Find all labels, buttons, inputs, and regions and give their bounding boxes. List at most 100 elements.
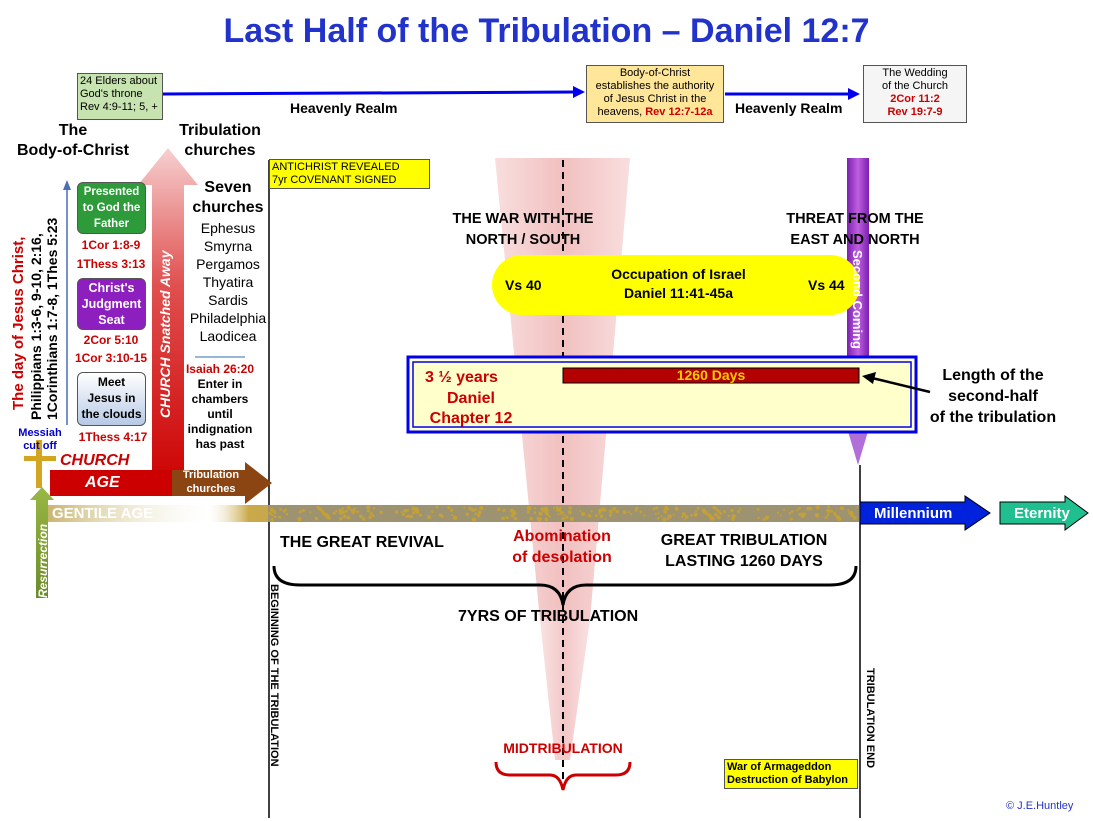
messiah-cut-off: Messiah cut off <box>12 427 68 453</box>
age-bar-texture-dot <box>622 510 627 515</box>
age-bar-texture-dot <box>563 514 566 517</box>
age-bar-texture-dot <box>301 508 305 512</box>
age-bar-texture-dot <box>513 516 517 521</box>
age-bar-texture-dot <box>757 516 760 520</box>
age-bar-texture-dot <box>465 512 469 516</box>
wedding-ref-1: 2Cor 11:2 <box>890 93 940 105</box>
age-bar-texture-dot <box>533 511 537 514</box>
age-bar-texture-dot <box>779 514 782 517</box>
midtrib-brace <box>494 761 632 791</box>
age-bar-texture-dot <box>394 510 399 514</box>
length-line-3: of the tribulation <box>929 409 1057 426</box>
abomination-line-2: of desolation <box>512 549 612 566</box>
second-coming-text: Second Coming <box>850 250 865 349</box>
age-bar-texture-dot <box>604 517 607 520</box>
sc-heading-1: Seven <box>204 179 252 196</box>
age-bar-texture-dot <box>652 507 656 511</box>
age-bar-texture-dot <box>477 510 482 514</box>
day-of-christ-text: The day of Jesus Christ, <box>10 236 27 410</box>
occupation-pill <box>492 255 860 315</box>
age-bar-texture-dot <box>666 517 670 521</box>
isaiah-line-2: chambers <box>191 392 249 406</box>
age-bar-texture-dot <box>342 514 347 519</box>
age-bar-texture-dot <box>833 511 836 514</box>
age-bar-texture-dot <box>609 513 612 517</box>
age-bar-texture-dot <box>353 507 356 511</box>
war-north-south: THE WAR WITH THE NORTH / SOUTH <box>438 209 608 251</box>
age-bar-texture-dot <box>579 510 582 513</box>
age-bar-texture-dot <box>447 505 451 510</box>
tca-line-2: churches <box>186 483 236 495</box>
midtrib-cone-bottom <box>540 620 590 760</box>
church-ephesus: Ephesus <box>200 220 256 236</box>
age-bar-texture-dot <box>284 508 287 512</box>
age-bar-texture-dot <box>552 506 556 509</box>
age-bar-texture-dot <box>847 509 850 512</box>
presented-line-2: to God the <box>82 202 141 214</box>
age-bar-texture-dot <box>369 511 373 515</box>
age-bar-texture-dot <box>756 507 760 511</box>
trib-churches-arrow-label: Tribulation churches <box>178 468 244 496</box>
vs44-label: Vs 44 <box>808 277 845 293</box>
age-bar-texture-dot <box>581 511 586 516</box>
presented-line-1: Presented <box>83 186 140 198</box>
age-bar-texture-dot <box>608 509 613 514</box>
age-bar-texture-dot <box>788 511 792 515</box>
threat-east-north: THREAT FROM THE EAST AND NORTH <box>772 209 938 251</box>
age-bar-texture-dot <box>791 510 794 513</box>
age-bar-texture-dot <box>411 508 414 511</box>
age-bar-texture-dot <box>598 508 603 513</box>
age-bar-texture-dot <box>511 510 516 514</box>
half-years-label: 3 ½ years <box>425 369 498 386</box>
church-sardis: Sardis <box>208 292 248 308</box>
church-thyatira: Thyatira <box>202 274 254 290</box>
age-bar-texture-dot <box>567 510 572 515</box>
age-bar-texture-dot <box>560 511 564 515</box>
age-bar-texture-dot <box>419 513 423 517</box>
age-bar-texture-dot <box>298 510 302 514</box>
age-bar-texture-dot <box>710 516 714 521</box>
end-label: TRIBULATION END <box>864 668 876 769</box>
beginning-label: BEGINNING OF THE TRIBULATION <box>268 584 280 767</box>
age-bar-texture-dot <box>450 508 454 512</box>
age-bar-texture-dot <box>696 506 700 510</box>
meet-ref: 1Thess 4:17 <box>78 430 148 444</box>
age-bar-texture-dot <box>856 506 859 509</box>
age-bar-texture-dot <box>405 515 409 518</box>
age-bar-texture-dot <box>544 508 549 513</box>
judgment-refs: 2Cor 5:10 1Cor 3:10-15 <box>62 331 160 367</box>
presented-ref-2: 1Thess 3:13 <box>76 257 146 271</box>
age-bar-texture-dot <box>737 509 741 513</box>
tca-line-1: Tribulation <box>182 469 240 481</box>
age-bar-texture-dot <box>723 510 726 513</box>
age-bar-texture-dot <box>502 508 506 513</box>
age-bar-texture-dot <box>681 515 684 519</box>
snatched-arrow <box>138 148 198 490</box>
occupation-line-2: Daniel 11:41-45a <box>624 285 733 301</box>
judgment-line-2: Judgment <box>81 297 142 311</box>
isaiah-line-1: Enter in <box>197 377 243 391</box>
age-bar-texture-dot <box>853 516 857 520</box>
church-laodicea: Laodicea <box>199 328 257 344</box>
age-bar-texture-dot <box>849 511 854 516</box>
age-bar-texture-dot <box>790 517 793 521</box>
age-bar-texture-dot <box>270 518 274 522</box>
gentile-age-label: GENTILE AGE <box>52 505 154 522</box>
age-bar-texture-dot <box>814 513 820 518</box>
cross-icon <box>36 440 42 488</box>
age-bar-texture-dot <box>452 515 458 520</box>
daniel-line-1: Daniel <box>446 390 495 407</box>
age-bar-texture-dot <box>431 510 434 513</box>
age-bar-texture-dot <box>338 516 343 521</box>
length-line-1: Length of the <box>942 367 1044 384</box>
church-smyrna: Smyrna <box>203 238 253 254</box>
wedding-ref-2: Rev 19:7-9 <box>887 106 943 118</box>
age-bar-texture-dot <box>810 508 813 511</box>
age-bar-texture-dot <box>762 517 766 521</box>
meet-line-2: Jesus in <box>87 391 136 405</box>
age-bar-texture-dot <box>557 508 562 512</box>
age-bar-texture-dot <box>278 516 280 519</box>
days-label: 1260 Days <box>676 367 746 383</box>
age-bar-texture-dot <box>435 505 439 509</box>
boc-heading-2: Body-of-Christ <box>17 142 129 159</box>
